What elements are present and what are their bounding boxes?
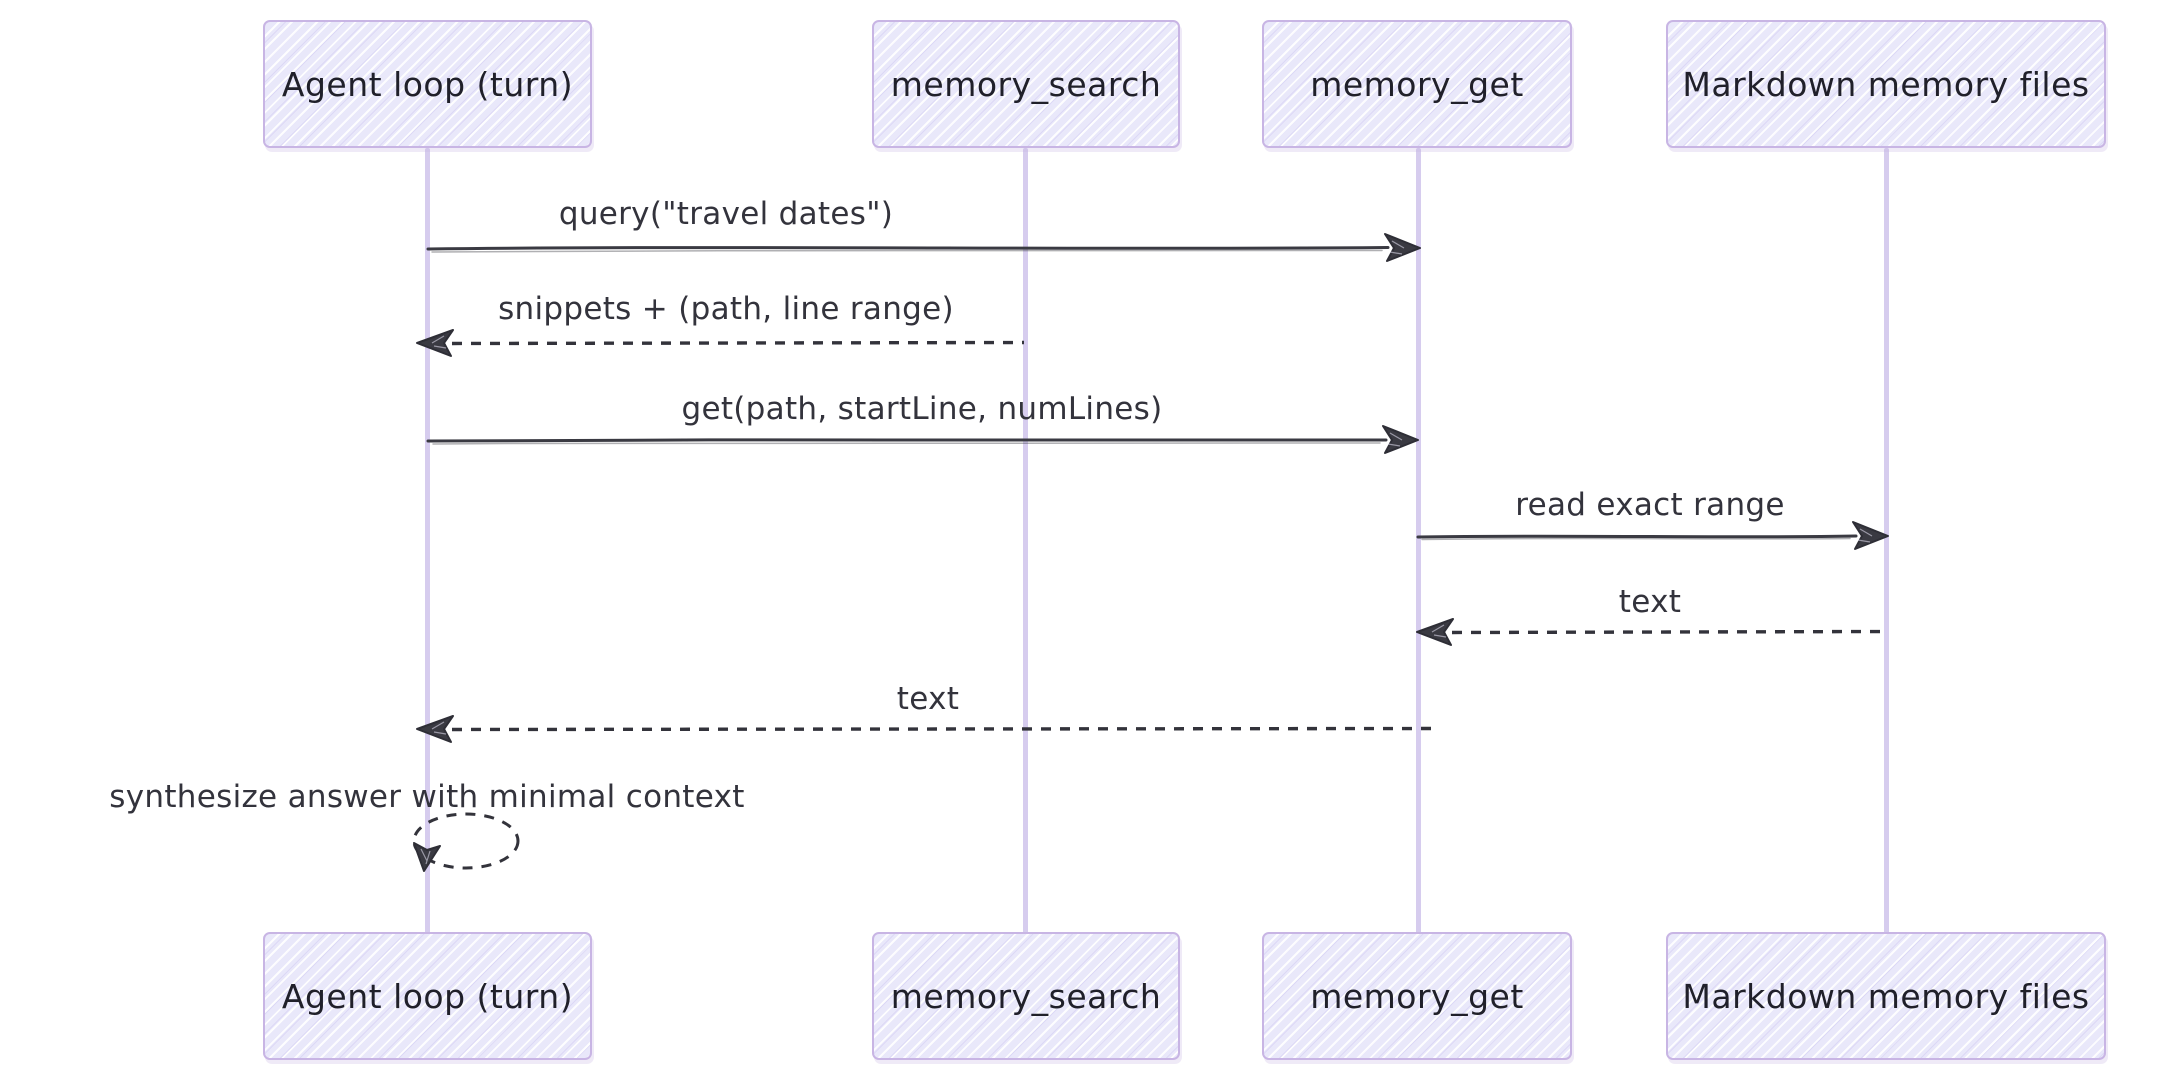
participant-label: Markdown memory files xyxy=(1682,64,2090,104)
participant-label: memory_search xyxy=(890,64,1162,104)
participant-label: memory_get xyxy=(1310,64,1524,104)
participant-label: memory_get xyxy=(1310,976,1524,1016)
lifeline-agent-loop xyxy=(425,148,430,934)
participant-bottom-memory-get: memory_get xyxy=(1262,932,1572,1060)
participant-top-markdown-memory-files: Markdown memory files xyxy=(1666,20,2106,148)
lifeline-markdown-memory-files xyxy=(1884,148,1889,934)
arrow-text-to-agent-loop xyxy=(416,715,1433,743)
participant-label: Agent loop (turn) xyxy=(281,64,574,104)
arrow-text-to-memory-get xyxy=(1416,618,1887,646)
arrow-read-range xyxy=(1416,521,1889,550)
participant-label: memory_search xyxy=(890,976,1162,1016)
lifeline-memory-search xyxy=(1023,148,1028,934)
participant-bottom-agent-loop: Agent loop (turn) xyxy=(263,932,592,1060)
message-label-query: query("travel dates") xyxy=(558,196,894,232)
message-label-text-2: text xyxy=(896,681,960,717)
message-label-get: get(path, startLine, numLines) xyxy=(681,391,1163,427)
participant-bottom-memory-search: memory_search xyxy=(872,932,1180,1060)
participant-label: Markdown memory files xyxy=(1682,976,2090,1016)
message-label-read-range: read exact range xyxy=(1515,487,1785,523)
arrow-snippets xyxy=(416,329,1025,357)
arrow-get xyxy=(426,425,1419,454)
message-label-snippets: snippets + (path, line range) xyxy=(498,291,954,327)
message-label-text-1: text xyxy=(1618,584,1682,620)
participant-bottom-markdown-memory-files: Markdown memory files xyxy=(1666,932,2106,1060)
participant-top-memory-search: memory_search xyxy=(872,20,1180,148)
participant-top-agent-loop: Agent loop (turn) xyxy=(263,20,592,148)
message-label-synthesize: synthesize answer with minimal context xyxy=(109,779,745,815)
participant-top-memory-get: memory_get xyxy=(1262,20,1572,148)
lifeline-memory-get xyxy=(1416,148,1421,934)
arrow-query xyxy=(426,233,1421,262)
participant-label: Agent loop (turn) xyxy=(281,976,574,1016)
